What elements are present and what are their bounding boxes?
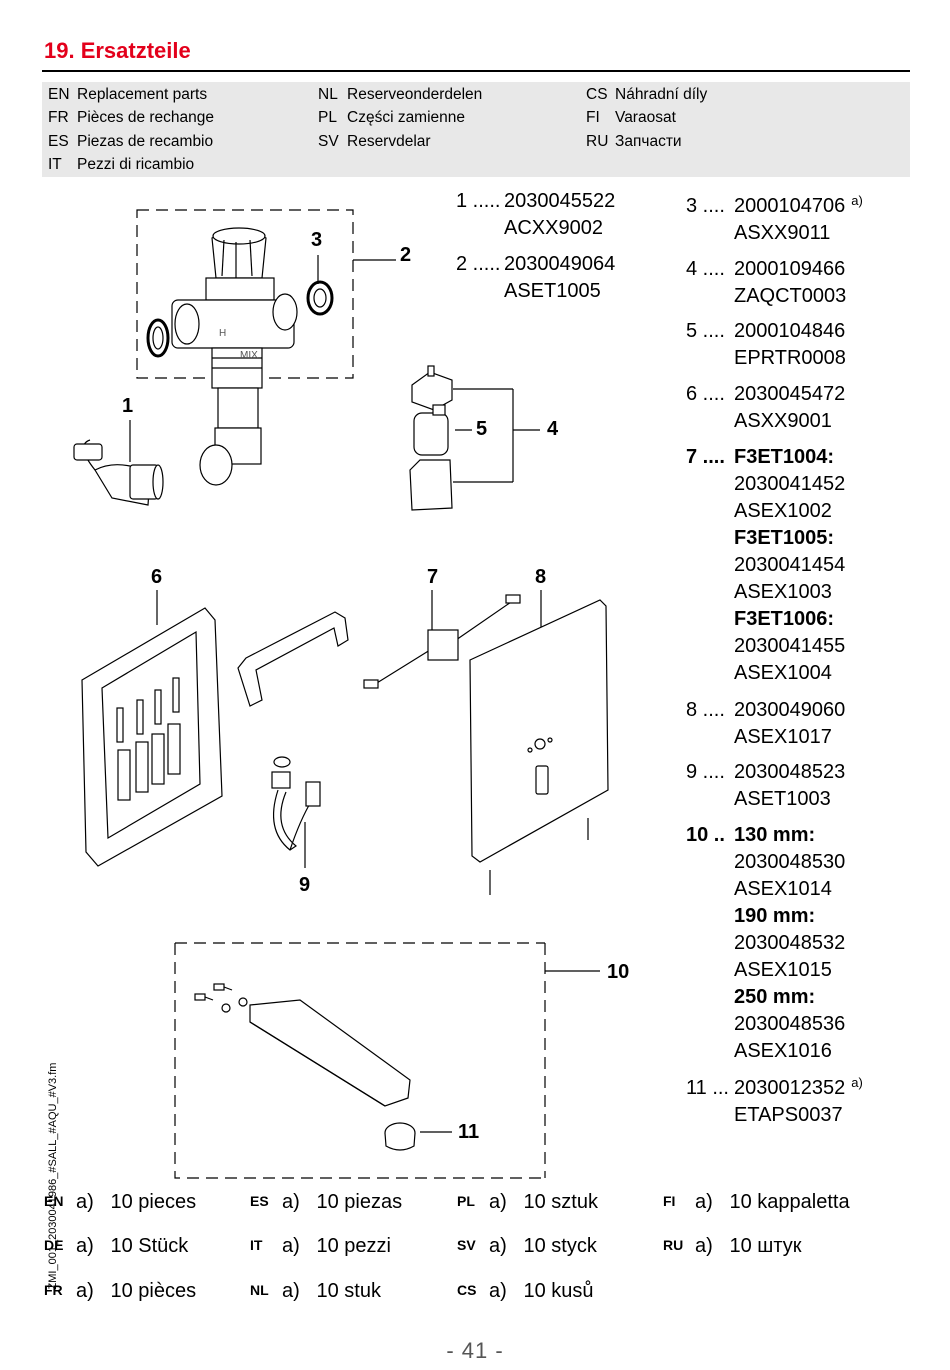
part-1-entry: 1 .....2030045522 ACXX9002 xyxy=(456,190,616,239)
part-8-entry: 8 ....2030049060 ASEX1017 xyxy=(686,699,846,748)
thermostatic-valve-illustration xyxy=(171,227,298,486)
valve-h-label: H xyxy=(219,328,226,339)
cover-plate-illustration xyxy=(469,599,609,895)
callout-3: 3 xyxy=(311,229,323,251)
callout-7: 7 xyxy=(427,566,439,588)
sensor-cable-illustration xyxy=(363,594,521,689)
side-filename: ZMI_001_2030041986_#SALL_#AQU_#V3.fm xyxy=(47,1062,59,1290)
page-number: - 41 - xyxy=(446,1338,504,1363)
callout-2: 2 xyxy=(400,244,412,266)
part-4-entry: 4 ....2000109466 ZAQCT0003 xyxy=(686,258,847,307)
mounting-bracket-illustration xyxy=(237,611,349,707)
part-2-entry: 2 .....2030049064 ASET1005 xyxy=(456,253,616,302)
spout-illustration xyxy=(194,983,411,1107)
title-divider xyxy=(42,70,910,72)
section-title: 19. Ersatzteile xyxy=(44,38,191,63)
hose-illustration xyxy=(271,756,321,851)
spout-group-box xyxy=(174,942,546,1179)
part-9-entry: 9 ....2030048523 ASET1003 xyxy=(686,761,846,810)
solenoid-valve-illustration xyxy=(73,439,164,506)
control-module-illustration xyxy=(409,365,453,511)
callout-10: 10 xyxy=(607,961,630,983)
mounting-frame-illustration xyxy=(81,607,223,867)
part-5-entry: 5 ....2000104846 EPRTR0008 xyxy=(686,320,846,369)
callout-9: 9 xyxy=(299,874,311,896)
seal-ring-left xyxy=(146,318,170,358)
part-10-entry: 10 ..130 mm: 2030048530 ASEX1014 190 mm:… xyxy=(686,824,846,1062)
callout-11: 11 xyxy=(458,1121,480,1143)
callout-4: 4 xyxy=(547,418,559,440)
callout-8: 8 xyxy=(535,566,547,588)
part-6-entry: 6 ....2030045472 ASXX9001 xyxy=(686,383,846,432)
callout-5: 5 xyxy=(476,418,488,440)
aerator-illustration xyxy=(384,1122,416,1151)
valve-mix-label: MIX xyxy=(240,350,258,361)
valve-group-box xyxy=(136,209,354,379)
callout-6: 6 xyxy=(151,566,163,588)
callout-1: 1 xyxy=(122,395,134,417)
part-7-entry: 7 ....F3ET1004: 2030041452 ASEX1002 F3ET… xyxy=(686,446,846,684)
screws-illustration xyxy=(194,983,248,1013)
seal-ring-right xyxy=(306,280,334,316)
